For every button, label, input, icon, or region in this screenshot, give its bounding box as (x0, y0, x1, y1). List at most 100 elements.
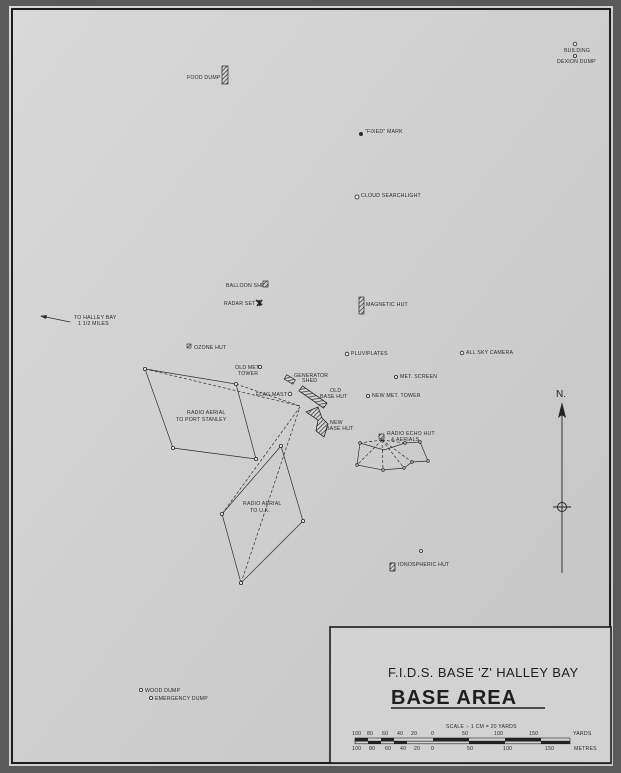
scale-metres-unit: METRES (574, 746, 597, 752)
label-dexion-dump: DEXION DUMP (557, 59, 596, 65)
fixed-mark-marker (359, 132, 363, 136)
radio-aerial-uk-feed-2 (240, 406, 301, 584)
ozone-hut-symbol (186, 343, 192, 349)
scale-metres-tick: 0 (431, 746, 434, 752)
scale-metres-tick: 40 (400, 746, 406, 752)
scale-yards-tick: 100 (494, 731, 503, 737)
label-old: OLD (330, 388, 341, 394)
new-met-tower-marker (365, 393, 370, 398)
scale-metres-tick: 80 (369, 746, 375, 752)
scale-yards-tick: 0 (431, 731, 434, 737)
scale-metres-tick: 100 (503, 746, 512, 752)
label-ozone-hut: OZONE HUT (194, 345, 227, 351)
generator-shed-symbol (283, 374, 296, 385)
aerial-mast-marker (238, 581, 243, 586)
met-screen-marker (393, 374, 398, 379)
map-subtitle: BASE AREA (391, 687, 517, 709)
scale-metres-tick: 50 (467, 746, 473, 752)
food-dump-symbol (221, 65, 229, 85)
label-balloon-shed: BALLOON SHED (226, 283, 269, 289)
old-base-hut-symbol (298, 385, 328, 409)
label-food-dump: FOOD DUMP (187, 75, 221, 81)
label-radio-aerial-stanley-dest: TO PORT STANLEY (176, 417, 227, 423)
magnetic-hut-symbol (358, 296, 365, 315)
label-old-met: OLD MET. (235, 365, 261, 371)
label-cloud-searchlight: CLOUD SEARCHLIGHT (361, 193, 422, 199)
all-sky-camera-marker (459, 350, 465, 356)
building-marker (572, 41, 578, 47)
north-arrow-head (558, 402, 566, 418)
scale-yards-tick: 50 (462, 731, 468, 737)
map-border (11, 8, 611, 764)
scale-caption: SCALE :- 1 CM = 20 YARDS (446, 724, 517, 730)
wood-dump-marker (138, 688, 143, 693)
radio-echo-hut-symbol (378, 433, 385, 440)
radio-echo-aerials-outline (356, 441, 429, 471)
aerial-mast-marker (410, 460, 414, 464)
aerial-mast-marker (403, 441, 407, 445)
map-title: F.I.D.S. BASE 'Z' HALLEY BAY (388, 665, 579, 680)
aerial-mast-marker (278, 443, 283, 448)
scale-metres-tick: 60 (385, 746, 391, 752)
aerial-mast-marker (402, 466, 406, 470)
aerial-mast-marker (219, 512, 224, 517)
label-building: BUILDING (564, 48, 590, 54)
label-radar-set: RADAR SET (224, 301, 256, 307)
label-pluviplates: PLUVIPLATES (351, 351, 388, 357)
dexion-dump-marker (573, 54, 578, 59)
scale-yards-tick: 100 (352, 731, 361, 737)
scale-bar-yards (354, 737, 571, 742)
label-radio-echo-aerials: & AERIALS (391, 437, 420, 443)
flag-mast-marker (287, 391, 293, 397)
aerial-mast-marker (358, 441, 362, 445)
ionospheric-hut-symbol (389, 562, 396, 572)
label-old-base-hut: BASE HUT (320, 394, 348, 400)
label-new: NEW (330, 420, 343, 426)
emergency-dump-marker (148, 696, 153, 701)
cloud-searchlight-marker (354, 194, 360, 200)
label-ionospheric-hut: IONOSPHERIC HUT (398, 562, 450, 568)
label-magnetic-hut: MAGNETIC HUT (366, 302, 409, 308)
pluviplates-marker (344, 351, 350, 357)
aerial-mast-marker (355, 463, 359, 467)
label-emergency-dump: EMERGENCY DUMP (155, 696, 208, 702)
aerial-mast-marker (233, 381, 238, 386)
label-halley-bay-distance: 1 1/2 MILES (78, 321, 109, 327)
aerial-mast-marker (170, 445, 175, 450)
label-generator-shed: SHED (302, 378, 317, 384)
radio-aerial-stanley-feed-1 (144, 368, 301, 407)
ionospheric-marker (419, 549, 423, 553)
balloon-shed-symbol (262, 280, 269, 288)
north-label: N. (556, 389, 566, 400)
scale-yards-tick: 80 (367, 731, 373, 737)
label-new-met-tower: NEW MET. TOWER (372, 393, 421, 399)
label-new-base-hut: BASE HUT (326, 426, 354, 432)
label-all-sky-camera: ALL SKY CAMERA (466, 350, 514, 356)
label-radio-aerial-stanley: RADIO AERIAL (187, 410, 225, 416)
scale-yards-tick: 40 (397, 731, 403, 737)
radio-aerial-stanley-feed-2 (235, 383, 301, 407)
aerial-mast-marker (418, 440, 422, 444)
label-to-halley-bay: TO HALLEY BAY (74, 315, 117, 321)
aerial-mast-marker (426, 459, 430, 463)
new-base-hut-symbol (305, 406, 329, 438)
label-radio-aerial-uk-dest: TO U.K. (250, 508, 270, 514)
label-radio-aerial-uk: RADIO AERIAL (243, 501, 281, 507)
aerial-mast-marker (300, 519, 305, 524)
scale-bar-metres (354, 740, 571, 745)
label-flag-mast: FLAG MAST (256, 392, 288, 398)
halley-bay-arrowhead (40, 315, 47, 319)
label-radio-echo-hut: RADIO ECHO HUT (387, 431, 435, 437)
radio-echo-aerials-feeds (356, 439, 413, 471)
scale-yards-tick: 60 (382, 731, 388, 737)
label-old-met-tower: TOWER (238, 371, 258, 377)
label-wood-dump: WOOD DUMP (145, 688, 181, 694)
aerial-mast-marker (253, 456, 258, 461)
scale-yards-unit: YARDS (573, 731, 592, 737)
scale-metres-tick: 20 (414, 746, 420, 752)
scale-yards-tick: 20 (411, 731, 417, 737)
aerial-mast-marker (142, 366, 147, 371)
old-met-tower-marker (257, 364, 262, 369)
scale-metres-tick: 100 (352, 746, 361, 752)
